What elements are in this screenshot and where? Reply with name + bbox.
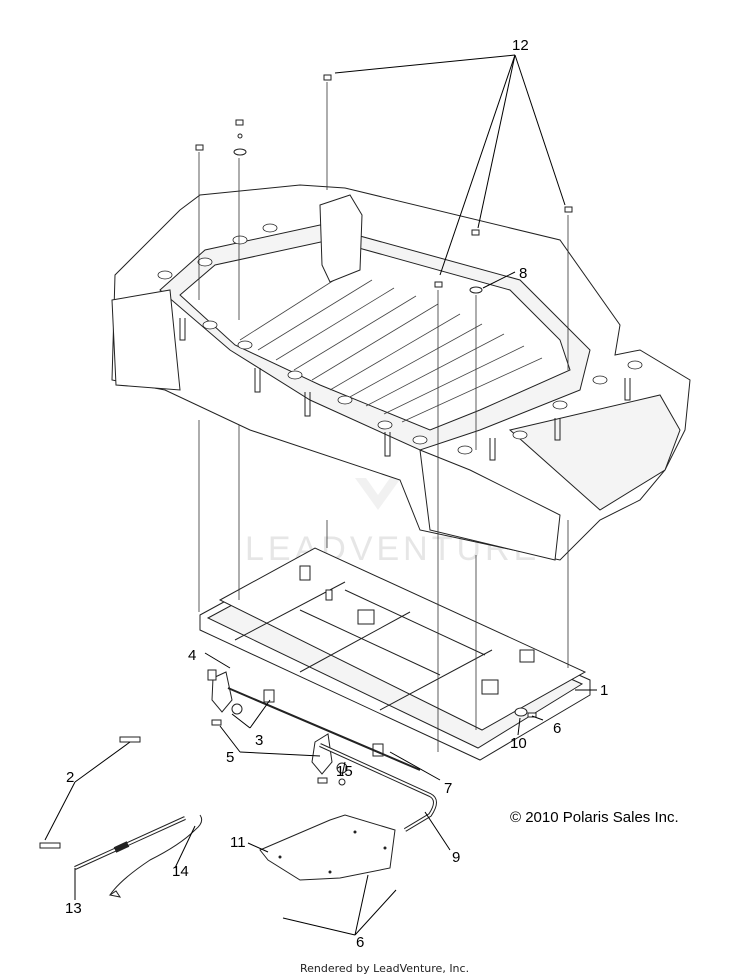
pivot-pins xyxy=(39,736,141,849)
callout-6-upper: 6 xyxy=(553,720,561,737)
callout-9: 9 xyxy=(452,849,460,866)
callout-15: 15 xyxy=(336,763,353,780)
gas-strut xyxy=(74,816,186,870)
release-rod xyxy=(319,743,437,832)
footer-credit: Rendered by LeadVenture, Inc. xyxy=(300,962,469,975)
callout-2: 2 xyxy=(66,769,74,786)
callout-14: 14 xyxy=(172,863,189,880)
cable-clip xyxy=(108,814,203,898)
hardware-bolts xyxy=(207,589,537,786)
leader-lines xyxy=(44,54,597,936)
callout-3: 3 xyxy=(255,732,263,749)
callout-5: 5 xyxy=(226,749,234,766)
callout-labels: 1 2 3 4 5 6 6 7 8 9 10 11 12 13 14 15 xyxy=(65,37,608,951)
callout-8: 8 xyxy=(519,265,527,282)
cargo-frame xyxy=(199,547,591,761)
latch-assembly xyxy=(211,671,421,775)
callout-4: 4 xyxy=(188,647,196,664)
alignment-lines xyxy=(198,82,569,752)
callout-11: 11 xyxy=(230,834,246,851)
copyright-text: © 2010 Polaris Sales Inc. xyxy=(510,809,679,826)
heat-shield xyxy=(259,814,396,881)
callout-7: 7 xyxy=(444,780,452,797)
top-fasteners xyxy=(195,74,573,294)
callout-10: 10 xyxy=(510,735,527,752)
callout-12: 12 xyxy=(512,37,529,54)
callout-13: 13 xyxy=(65,900,82,917)
callout-1: 1 xyxy=(600,682,608,699)
callout-6-lower: 6 xyxy=(356,934,364,951)
